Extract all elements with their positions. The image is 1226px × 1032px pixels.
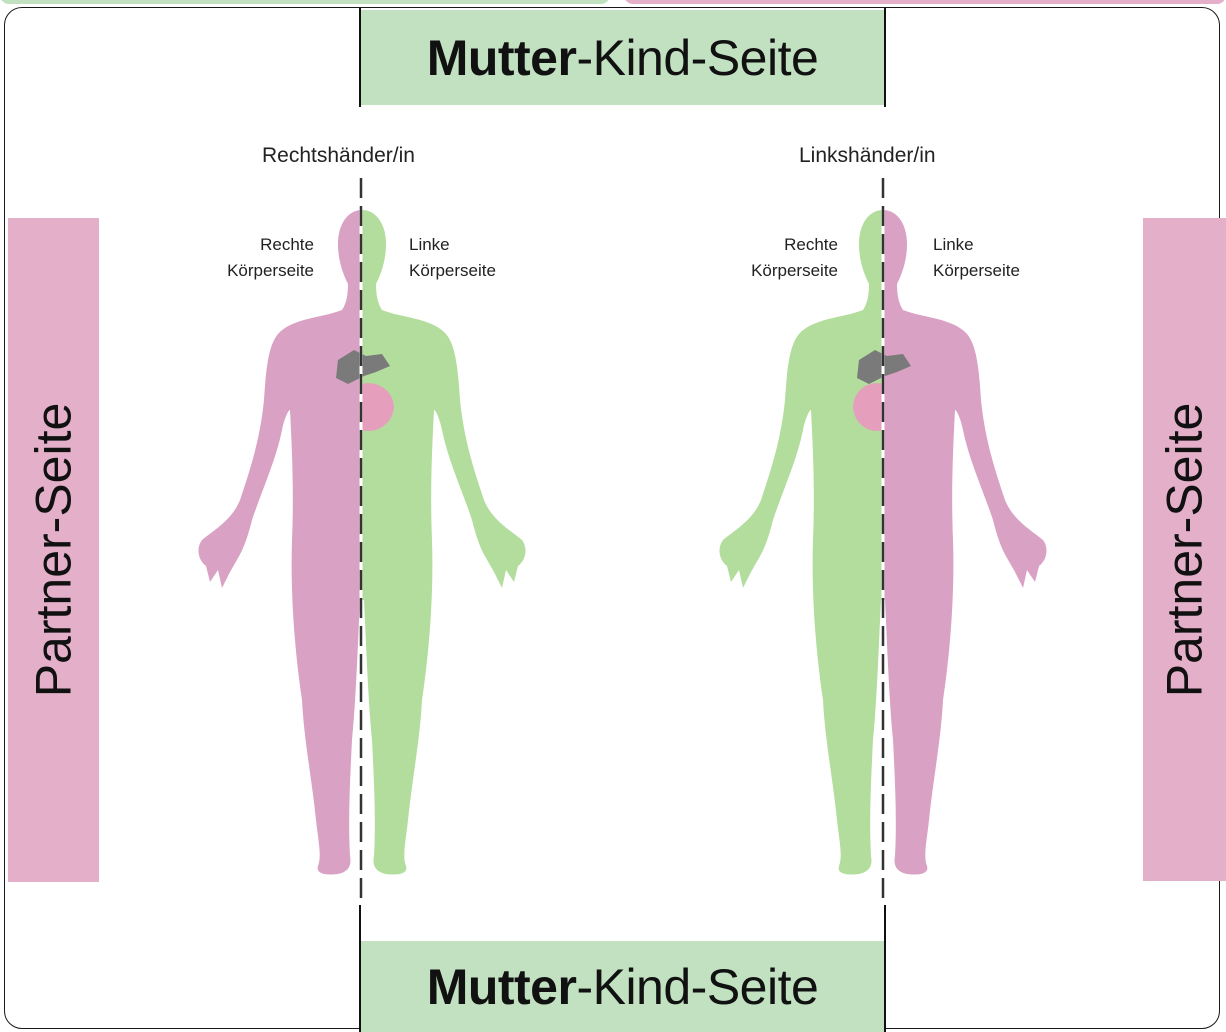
- right-side-label-1: Rechte Körperseite: [192, 232, 314, 284]
- left-side-label-2: Linke Körperseite: [933, 232, 1020, 284]
- right-side-label-2: Rechte Körperseite: [716, 232, 838, 284]
- body-side-word-2b: Körperseite: [933, 258, 1020, 284]
- right-side-word-1: Rechte: [192, 232, 314, 258]
- body-half-pink-2: [883, 210, 1046, 875]
- body-half-green: [362, 210, 525, 875]
- left-side-word-1: Linke: [409, 232, 496, 258]
- left-side-label-1: Linke Körperseite: [409, 232, 496, 284]
- figure-right-handed: [199, 178, 526, 898]
- left-side-word-2: Linke: [933, 232, 1020, 258]
- figure-left-handed: [720, 178, 1047, 898]
- body-half-pink: [199, 210, 362, 875]
- right-side-word-2: Rechte: [716, 232, 838, 258]
- body-side-word-1a: Körperseite: [192, 258, 314, 284]
- body-side-word-1b: Körperseite: [409, 258, 496, 284]
- body-side-word-2a: Körperseite: [716, 258, 838, 284]
- body-half-green-2: [720, 210, 883, 875]
